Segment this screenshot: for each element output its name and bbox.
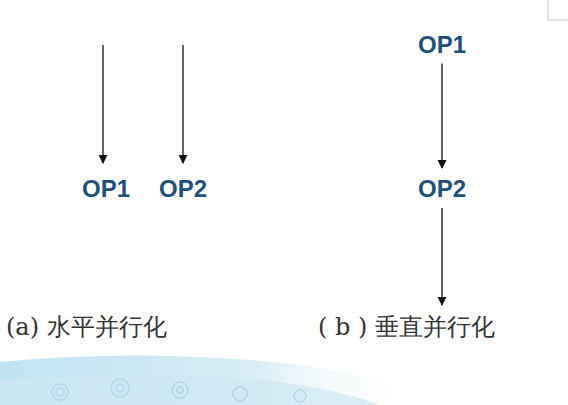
input-arrow (102, 45, 103, 163)
caption-label: (a) 水平并行化 (6, 313, 167, 342)
wave-band (0, 374, 380, 405)
flow-arrow (441, 63, 442, 168)
caption-label: ( b ) 垂直并行化 (318, 313, 495, 342)
op-label: OP1 (82, 175, 130, 202)
op-node: OP2 (414, 174, 470, 204)
op-label: OP2 (418, 175, 466, 202)
corner-box (548, 0, 568, 20)
op-node: OP1 (414, 30, 470, 60)
input-arrow (182, 45, 183, 163)
wave-band (0, 355, 420, 405)
op-node: OP2 (155, 174, 211, 204)
output-arrow (441, 208, 442, 305)
op-label: OP1 (418, 31, 466, 58)
swirls (52, 379, 306, 402)
op-node: OP1 (78, 174, 134, 204)
op-label: OP2 (159, 175, 207, 202)
